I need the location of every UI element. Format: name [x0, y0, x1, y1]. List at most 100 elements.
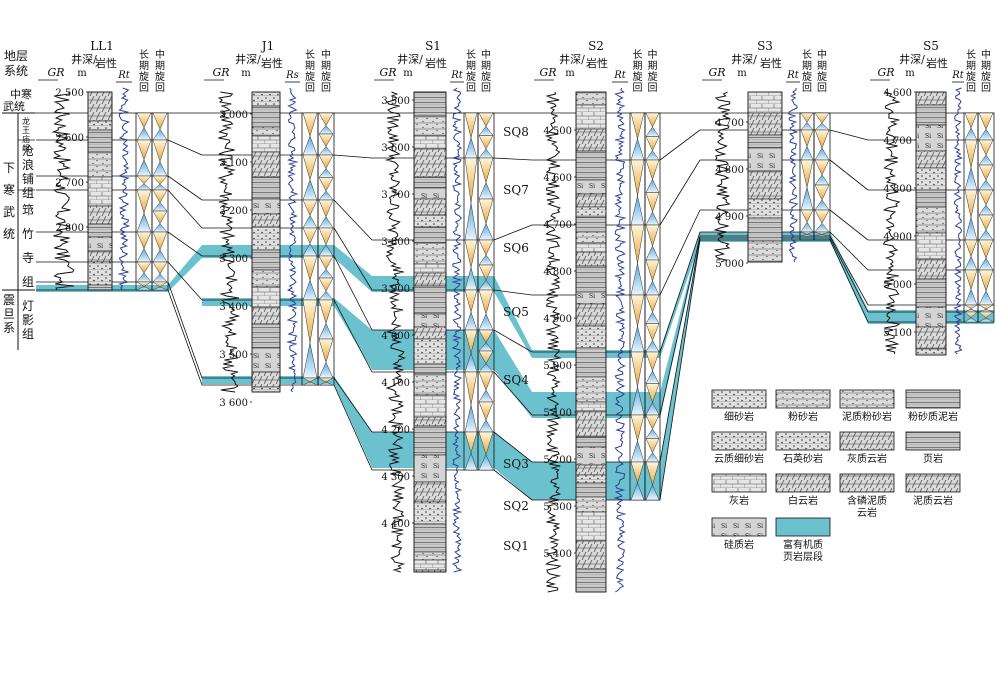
long-cycle-rise: [800, 221, 814, 233]
depth-label: 井深/: [397, 52, 423, 66]
litho-bed: [413, 559, 447, 571]
depth-tick: 4 300: [381, 472, 410, 483]
depth-tick: 4 200: [381, 425, 410, 436]
correlation-line: [167, 189, 203, 229]
mid-cycle-rise: [645, 452, 660, 463]
long-cycle-fall: [302, 227, 318, 245]
mid-cycle-fall: [318, 177, 334, 192]
long-cycle-rise: [136, 247, 152, 263]
long-cycle-rise: [800, 186, 814, 211]
mid-cycle-rise: [478, 181, 494, 200]
litho-bed: [413, 425, 447, 456]
depth-tick: 3 700: [381, 190, 410, 201]
long-cycle-rise: [464, 404, 478, 433]
depth-label: 井深/: [559, 52, 585, 66]
mid-cycle-rise: [152, 223, 168, 233]
litho-bed: [251, 91, 281, 107]
litho-bed: [915, 326, 947, 350]
sequence-label-sq6: SQ6: [503, 241, 529, 255]
litho-bed: [575, 347, 607, 378]
mid-cycle-fall: [318, 377, 334, 383]
mid-cycle-fall: [152, 210, 168, 225]
mid-cycle-rise: [318, 190, 334, 201]
mid-cycle-rise: [318, 125, 334, 135]
litho-bed: [413, 91, 447, 117]
sequence-label-sq3: SQ3: [503, 457, 529, 471]
mid-cycle-rise: [645, 211, 660, 226]
gr-label: GR: [877, 66, 894, 79]
mid-cycle-rise: [318, 268, 334, 279]
litho-bed: [915, 306, 947, 328]
gr-log: [51, 91, 75, 291]
gr-log: [384, 91, 407, 573]
sequence-label-sq5: SQ5: [503, 305, 529, 319]
res-label: Rt: [786, 70, 800, 81]
long-cycle-fall: [136, 231, 152, 250]
mid-cycle-fall: [152, 231, 168, 251]
long-cycle-fall: [964, 304, 978, 310]
long-cycle-label: 长期旋回: [966, 49, 976, 94]
depth-label: 井深/: [899, 52, 925, 66]
litho-bed: [87, 205, 113, 225]
depth-tick: 4 700: [883, 136, 912, 147]
litho-bed: [413, 263, 447, 274]
litho-bed: [575, 104, 607, 130]
mid-cycle-rise: [814, 222, 830, 233]
unit-qiongzhusi: 筇竹寺组: [22, 202, 34, 289]
legend-label-2: 页岩层段: [783, 550, 823, 563]
long-cycle-fall: [630, 159, 645, 196]
litho-label: 岩性: [926, 56, 948, 70]
litho-bed: [575, 242, 607, 253]
depth-tick: 5 000: [883, 280, 912, 291]
litho-bed: [251, 135, 281, 153]
litho-bed: [575, 179, 607, 195]
legend-swatch: [711, 517, 767, 537]
mid-cycle-rise: [478, 222, 494, 241]
mid-cycle-fall: [478, 371, 494, 391]
litho-bed: [413, 481, 447, 503]
mid-cycle-fall: [645, 414, 660, 430]
litho-bed: [915, 348, 947, 356]
depth-unit-label: m: [241, 68, 251, 79]
mid-cycle-rise: [978, 317, 994, 323]
mid-cycle-rise: [318, 381, 334, 386]
legend-label: 灰岩: [729, 494, 749, 507]
mid-cycle-fall: [152, 175, 168, 185]
correlation-line: [659, 239, 701, 501]
correlation-line: [493, 289, 533, 296]
mid-cycle-rise: [478, 254, 494, 266]
long-cycle-rise: [136, 286, 152, 291]
mid-cycle-rise: [152, 184, 168, 191]
shale-band-link: [334, 376, 372, 468]
mid-cycle-fall: [978, 311, 994, 319]
correlation-line: [659, 237, 701, 463]
mid-cycle-fall: [478, 264, 494, 281]
mid-cycle-fall: [318, 227, 334, 246]
mid-cycle-rise: [978, 229, 994, 241]
litho-bed: [575, 511, 607, 542]
unit-lower-cambrian: 下寒武统: [3, 161, 15, 241]
mid-cycle-rise: [318, 146, 334, 156]
mid-cycle-label: 中期旋回: [481, 48, 491, 94]
litho-bed: [915, 91, 947, 106]
litho-bed: [915, 167, 947, 191]
long-cycle-fall: [964, 269, 978, 291]
legend-label: 石英砂岩: [783, 452, 823, 465]
mid-cycle-rise: [645, 178, 660, 193]
correlation-line: [333, 384, 373, 471]
mid-cycle-rise: [318, 216, 334, 229]
depth-tick: 4 000: [381, 331, 410, 342]
litho-bed: [575, 482, 607, 498]
litho-bed: [251, 347, 281, 373]
litho-bed: [575, 128, 607, 152]
litho-bed: [251, 176, 281, 200]
litho-frame: [747, 91, 783, 263]
long-cycle-rise: [136, 212, 152, 233]
litho-bed: [575, 231, 607, 244]
legend-swatch: [775, 431, 831, 451]
sequence-label-sq1: SQ1: [503, 539, 529, 553]
litho-bed: [747, 198, 783, 219]
